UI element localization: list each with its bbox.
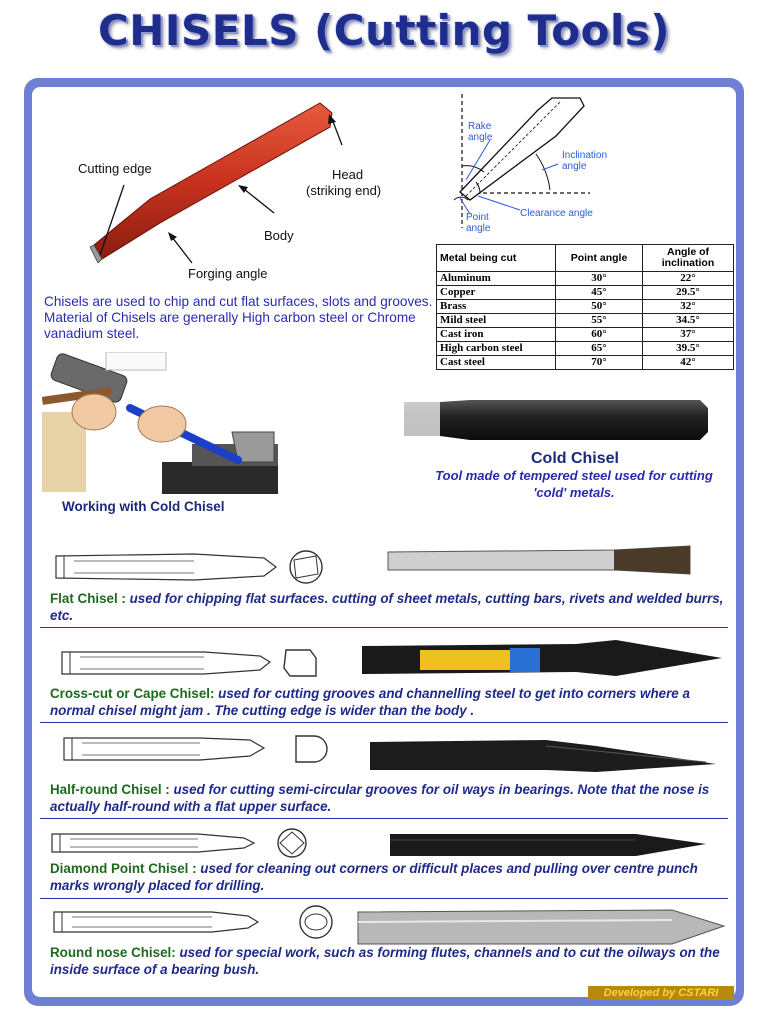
inclination-angle-text-2: angle bbox=[562, 161, 587, 172]
angle-table: Metal being cut Point angle Angle of inc… bbox=[436, 244, 734, 370]
table-cell: Cast iron bbox=[436, 327, 556, 342]
working-illustration bbox=[42, 352, 278, 494]
section-divider bbox=[40, 898, 728, 899]
cross-cut-chisel-sketch bbox=[61, 649, 317, 677]
table-cell: Mild steel bbox=[436, 313, 556, 328]
diamond-point-chisel-name: Diamond Point Chisel : bbox=[50, 861, 197, 876]
diamond-point-chisel-sketch bbox=[51, 828, 307, 858]
inclination-angle-label: Inclination angle bbox=[562, 150, 607, 172]
flat-chisel-sketch bbox=[55, 550, 323, 584]
table-cell: 37° bbox=[642, 327, 734, 342]
table-cell: 29.5° bbox=[642, 285, 734, 300]
round-nose-chisel-name: Round nose Chisel: bbox=[50, 945, 176, 960]
content-frame bbox=[24, 78, 744, 1006]
table-cell: 42° bbox=[642, 355, 734, 370]
table-cell: 32° bbox=[642, 299, 734, 314]
section-divider bbox=[40, 722, 728, 723]
diamond-point-chisel-description: Diamond Point Chisel : used for cleaning… bbox=[50, 860, 730, 894]
table-cell: 60° bbox=[555, 327, 643, 342]
table-cell: Brass bbox=[436, 299, 556, 314]
diamond-point-chisel-text: used for cleaning out corners or difficu… bbox=[50, 861, 698, 893]
cutting-edge-label: Cutting edge bbox=[78, 161, 152, 176]
half-round-chisel-sketch bbox=[63, 735, 328, 763]
table-cell: 55° bbox=[555, 313, 643, 328]
red-chisel-body bbox=[93, 102, 333, 260]
head-pointer bbox=[331, 118, 343, 146]
rake-angle-text-1: Rake bbox=[468, 121, 492, 132]
cross-cut-chisel-description: Cross-cut or Cape Chisel: used for cutti… bbox=[50, 685, 730, 719]
point-angle-label: Point angle bbox=[466, 212, 490, 234]
rake-angle-text-2: angle bbox=[468, 132, 493, 143]
head-sublabel: (striking end) bbox=[306, 183, 382, 198]
table-cell: Aluminum bbox=[436, 271, 556, 286]
half-round-chisel-text: used for cutting semi-circular grooves f… bbox=[50, 782, 710, 814]
cross-cut-chisel-text: used for cutting grooves and channelling… bbox=[50, 686, 690, 718]
page-title: CHISELS (Cutting Tools) bbox=[97, 6, 671, 55]
intro-paragraph: Chisels are used to chip and cut flat su… bbox=[44, 294, 433, 341]
table-cell: 50° bbox=[555, 299, 643, 314]
table-header-point-angle: Point angle bbox=[555, 244, 643, 272]
half-round-chisel-name: Half-round Chisel : bbox=[50, 782, 170, 797]
cross-cut-chisel-photo bbox=[362, 640, 722, 676]
inclination-angle-text-1: Inclination bbox=[562, 150, 608, 161]
table-cell: 30° bbox=[555, 271, 643, 286]
table-cell: Copper bbox=[436, 285, 556, 300]
diamond-point-chisel-photo bbox=[390, 834, 706, 856]
flat-chisel-photo bbox=[387, 545, 691, 575]
cold-chisel-image bbox=[404, 400, 708, 440]
table-cell: 70° bbox=[555, 355, 643, 370]
cross-cut-chisel-name: Cross-cut or Cape Chisel: bbox=[50, 686, 215, 701]
round-nose-chisel-description: Round nose Chisel: used for special work… bbox=[50, 944, 730, 978]
chisel-parts-diagram bbox=[89, 102, 343, 264]
section-divider bbox=[40, 818, 728, 819]
table-cell: 34.5° bbox=[642, 313, 734, 328]
flat-chisel-text: used for chipping flat surfaces. cutting… bbox=[50, 591, 724, 623]
chisel-angles-diagram bbox=[453, 94, 590, 228]
table-cell: Cast steel bbox=[436, 355, 556, 370]
point-angle-text-1: Point bbox=[466, 212, 489, 223]
table-header-inclination: Angle of inclination bbox=[642, 244, 734, 272]
clearance-angle-label: Clearance angle bbox=[520, 208, 593, 219]
rake-angle-label: Rake angle bbox=[468, 121, 492, 143]
round-nose-chisel-text: used for special work, such as forming f… bbox=[50, 945, 720, 977]
cutting-edge-tip bbox=[89, 244, 103, 264]
table-cell: High carbon steel bbox=[436, 341, 556, 356]
point-angle-text-2: angle bbox=[466, 223, 491, 234]
forging-angle-pointer bbox=[171, 236, 193, 264]
table-cell: 45° bbox=[555, 285, 643, 300]
table-cell: 39.5° bbox=[642, 341, 734, 356]
body-pointer bbox=[243, 188, 275, 214]
table-cell: 65° bbox=[555, 341, 643, 356]
round-nose-chisel-photo bbox=[357, 909, 726, 945]
flat-chisel-name: Flat Chisel : bbox=[50, 591, 126, 606]
table-header-metal: Metal being cut bbox=[436, 244, 556, 272]
round-nose-chisel-sketch bbox=[53, 905, 333, 939]
table-header-row: Metal being cut Point angle Angle of inc… bbox=[436, 244, 734, 272]
flat-chisel-description: Flat Chisel : used for chipping flat sur… bbox=[50, 590, 730, 624]
head-label: Head bbox=[332, 167, 364, 182]
cold-chisel-title: Cold Chisel bbox=[530, 450, 619, 467]
half-round-chisel-photo bbox=[370, 740, 716, 772]
section-divider bbox=[40, 627, 728, 628]
cutting-edge-pointer bbox=[99, 184, 125, 256]
table-cell: 22° bbox=[642, 271, 734, 286]
developer-credit: Developed by CSTARI bbox=[588, 986, 734, 1000]
forging-angle-label: Forging angle bbox=[188, 266, 268, 281]
cold-chisel-description: Tool made of tempered steel used for cut… bbox=[435, 468, 713, 500]
half-round-chisel-description: Half-round Chisel : used for cutting sem… bbox=[50, 781, 730, 815]
body-label: Body bbox=[264, 228, 294, 243]
working-caption: Working with Cold Chisel bbox=[62, 499, 225, 514]
